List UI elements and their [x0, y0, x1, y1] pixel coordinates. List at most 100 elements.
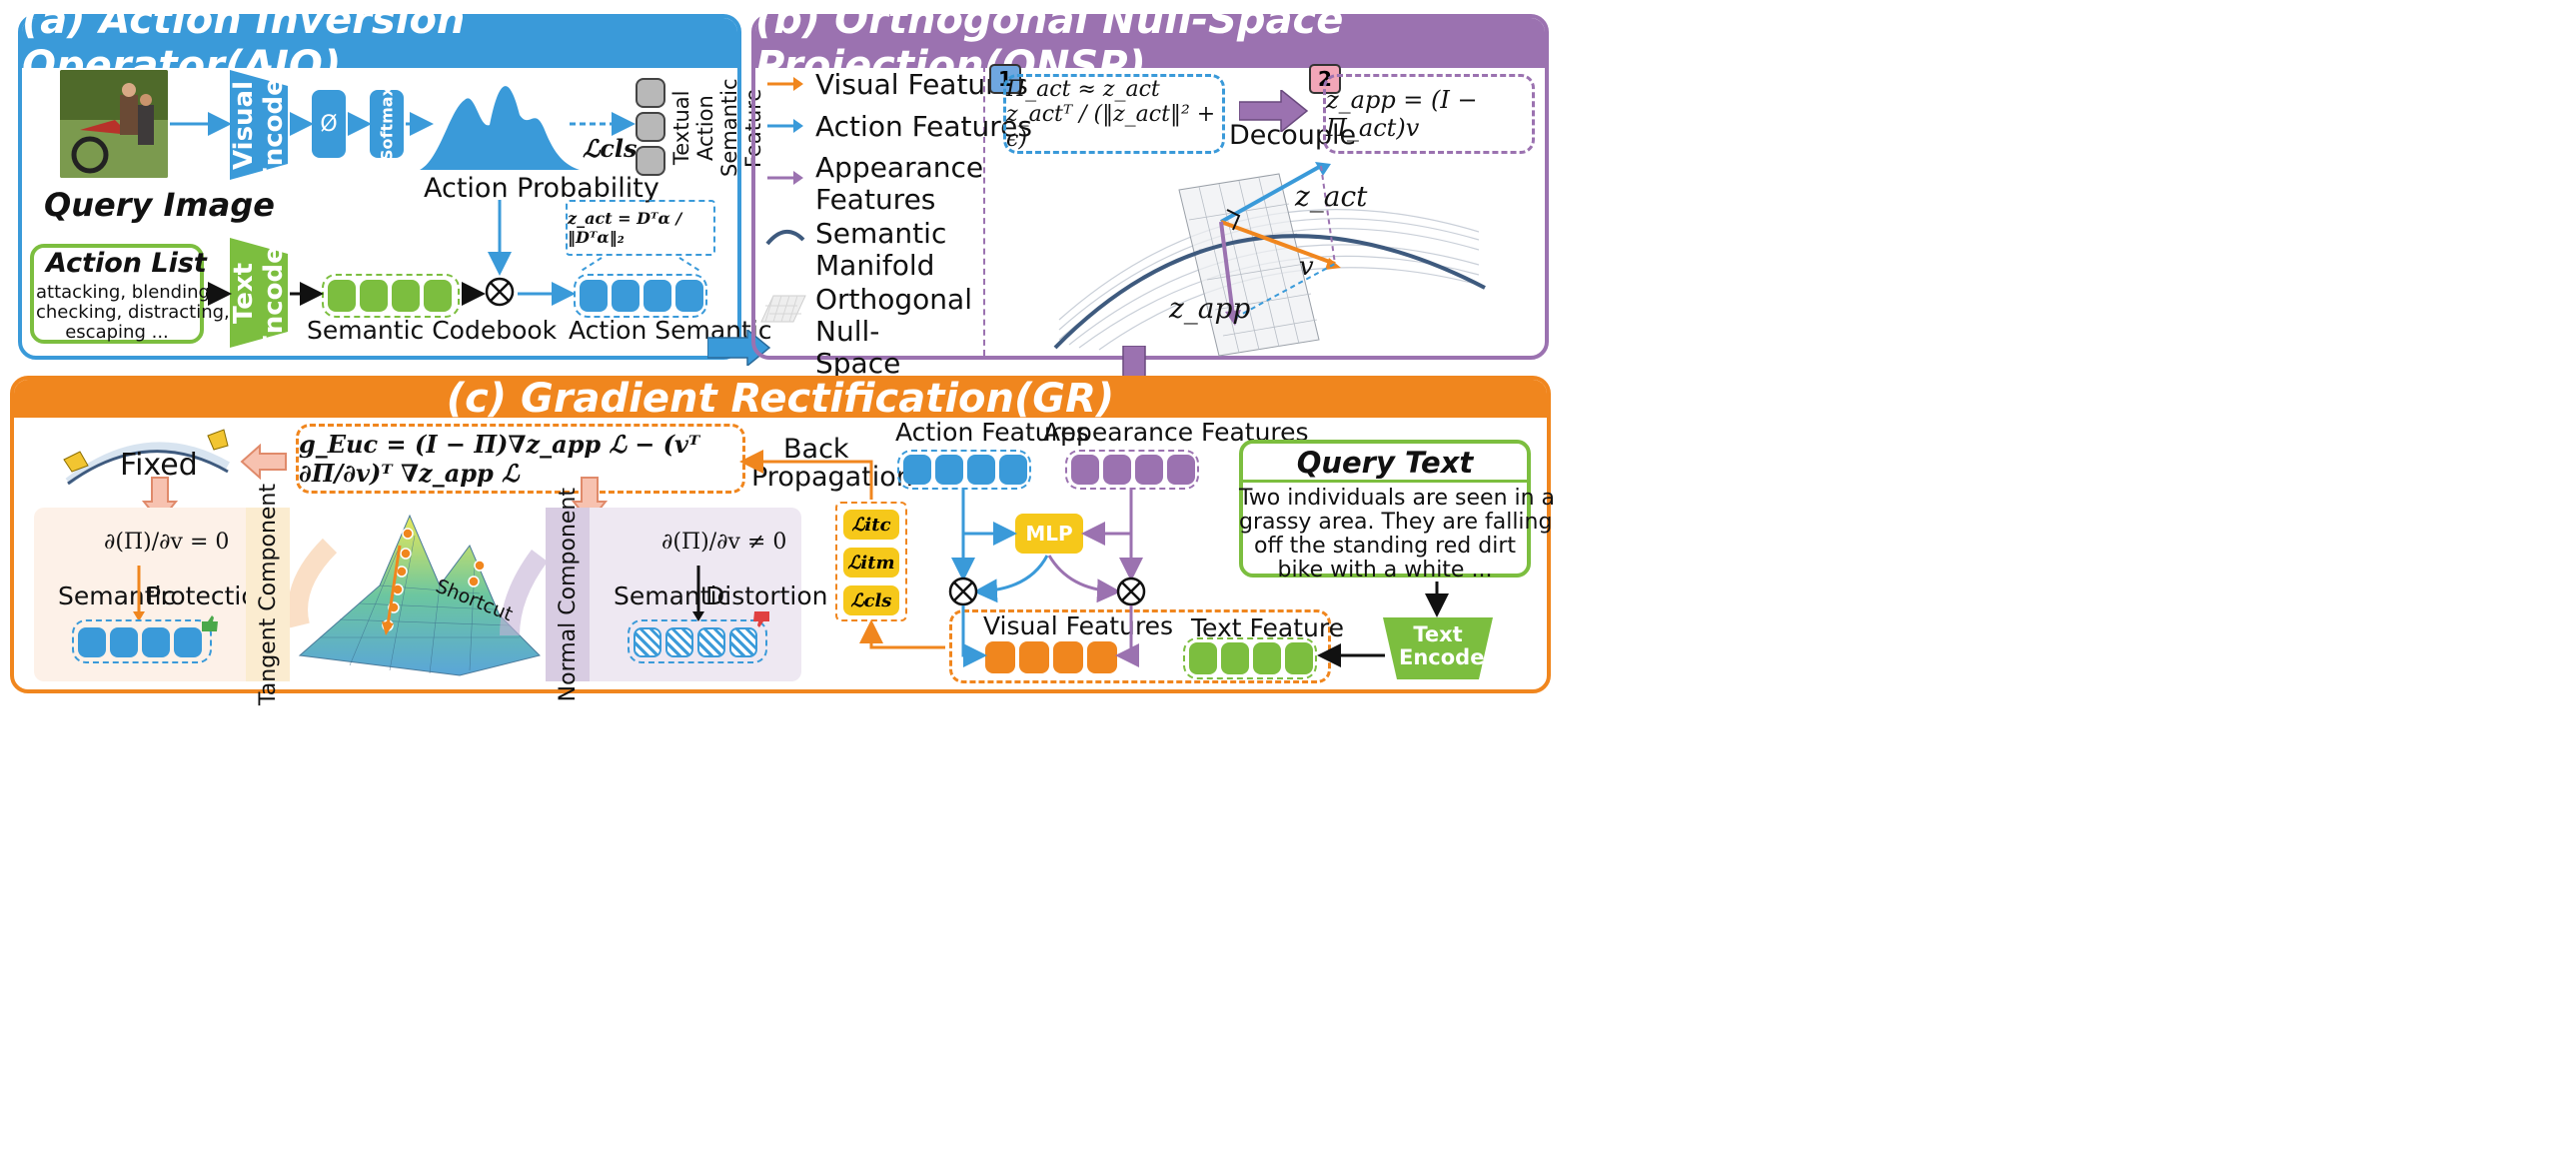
loss-itm: ℒitm	[843, 548, 899, 578]
formula-1: Π_act ≈ z_act z_actᵀ / (‖z_act‖² + ϵ)	[1006, 76, 1216, 152]
formula-1-box: Π_act ≈ z_act z_actᵀ / (‖z_act‖² + ϵ)	[1003, 74, 1225, 154]
query-text-box	[1239, 440, 1531, 578]
action-probability-label: Action Probability	[424, 173, 659, 204]
normal-component-strip: Normal Component	[546, 488, 590, 701]
formula-2-box: z_app = (I − Π_act)v	[1323, 74, 1535, 154]
appearance-feature-cell	[1071, 455, 1099, 485]
panel-c-arrows	[739, 450, 1449, 667]
loss-landscape-illustration	[290, 514, 549, 676]
protected-cell	[110, 627, 138, 657]
plane-icon	[760, 295, 806, 323]
eq-zero-formula: ∂(Π)/∂v = 0	[104, 530, 230, 555]
purple-arrow-icon	[767, 171, 803, 185]
thumbs-down-icon	[753, 611, 769, 627]
visual-feature-cell	[1019, 641, 1049, 673]
text-feature-cell	[1253, 642, 1281, 674]
fixed-manifold-illustration	[63, 429, 230, 486]
loss-cls: ℒcls	[843, 585, 899, 615]
visual-feature-cell	[1053, 641, 1083, 673]
text-feature-cell	[1189, 642, 1217, 674]
textual-feature-cell	[636, 78, 665, 108]
protected-cell	[78, 627, 106, 657]
query-image-label: Query Image	[44, 186, 275, 224]
appearance-feature-cell	[1103, 455, 1131, 485]
legend-label: Action Features	[815, 110, 1032, 143]
back-propagation-label: Propagation	[751, 462, 913, 493]
text-feature-cell	[1285, 642, 1313, 674]
text-encoder-c-shape	[1383, 617, 1493, 679]
action-semantic-cell	[580, 280, 608, 312]
semantic-protection-label: Semantic	[58, 582, 176, 610]
visual-features-label: Visual Features	[983, 611, 1174, 640]
blue-arrow-icon	[767, 119, 803, 133]
visual-feature-cell	[1087, 641, 1117, 673]
text-encoder-c-label: Text Encoder	[1399, 622, 1495, 670]
action-features-label: Action Features	[895, 418, 1089, 447]
manifold-illustration	[1053, 162, 1486, 357]
decouple-arrow-icon	[1239, 90, 1309, 132]
query-image	[60, 70, 168, 178]
loss-cls-label: ℒcls	[583, 134, 638, 163]
action-feature-cell	[903, 455, 931, 485]
codebook-cell	[360, 280, 388, 312]
text-encoder-a-shape	[230, 238, 288, 348]
softmax-block	[370, 90, 404, 158]
query-text-line: grassy area. They are falling	[1239, 510, 1553, 535]
vector-z-act-label: z_act	[1295, 180, 1368, 213]
vector-v-label: v	[1299, 252, 1314, 282]
distorted-cell	[729, 627, 757, 657]
thumbs-up-icon	[202, 615, 218, 631]
action-probability-curve	[420, 86, 580, 170]
textual-feature-cell	[636, 146, 665, 176]
codebook-cell	[424, 280, 452, 312]
distortion-arrow	[692, 566, 704, 621]
action-features-box	[897, 450, 1031, 490]
codebook-cell	[328, 280, 356, 312]
semantic-codebook-label: Semantic Codebook	[307, 316, 558, 345]
appearance-features-box	[1065, 450, 1199, 490]
protected-cell	[174, 627, 202, 657]
left-arrow-icon	[240, 444, 287, 480]
query-text-title-line	[1239, 480, 1531, 483]
text-feature-box	[1183, 637, 1317, 679]
legend-label: Appearance Features	[815, 151, 984, 217]
gradient-formula: g_Euc = (I − Π)∇z_app ℒ − (vᵀ ∂Π/∂v)ᵀ ∇z…	[299, 430, 700, 488]
gradient-formula-box: g_Euc = (I − Π)∇z_app ℒ − (vᵀ ∂Π/∂v)ᵀ ∇z…	[296, 424, 745, 494]
action-semantic-cell	[612, 280, 640, 312]
action-feature-cell	[935, 455, 963, 485]
phi-block: Ø	[312, 90, 346, 158]
distorted-feature-box	[628, 619, 767, 663]
action-list-title: Action List	[46, 248, 207, 279]
action-list-line: escaping ...	[65, 322, 169, 343]
semantic-distortion-label: Semantic	[614, 582, 731, 610]
phi-label: Ø	[320, 111, 338, 137]
textual-feature-cell	[636, 112, 665, 142]
protected-cell	[142, 627, 170, 657]
semantic-distortion-label: Distortion	[705, 582, 828, 610]
visual-encoder-shape	[230, 70, 288, 180]
mlp-block: MLP	[1015, 514, 1083, 554]
neq-zero-formula: ∂(Π)/∂v ≠ 0	[661, 530, 787, 555]
codebook-cell	[392, 280, 420, 312]
appearance-feature-cell	[1135, 455, 1163, 485]
distorted-cell	[634, 627, 661, 657]
back-propagation-label: Back	[783, 434, 849, 465]
distorted-cell	[665, 627, 693, 657]
action-semantic-cell	[675, 280, 703, 312]
z-act-formula: z_act = Dᵀα / ‖Dᵀα‖₂	[568, 209, 682, 247]
otimes-icon	[485, 277, 515, 307]
query-text-line: Two individuals are seen in a	[1239, 486, 1556, 511]
formula-2: z_app = (I − Π_act)v	[1326, 86, 1478, 142]
curve-icon	[765, 230, 805, 246]
visual-feature-cell	[985, 641, 1015, 673]
panel-c-title: (c) Gradient Rectification(GR)	[14, 376, 1547, 422]
protected-feature-box	[72, 619, 212, 663]
protection-arrow	[133, 566, 145, 621]
loss-itc: ℒitc	[843, 510, 899, 540]
query-text-title: Query Text	[1296, 446, 1474, 480]
action-semantic-cell	[644, 280, 671, 312]
panel-c: (c) Gradient Rectification(GR)	[10, 376, 1551, 693]
orange-arrow-icon	[767, 77, 803, 91]
vector-z-app-label: z_app	[1169, 292, 1251, 325]
panel-b-divider	[983, 66, 985, 356]
